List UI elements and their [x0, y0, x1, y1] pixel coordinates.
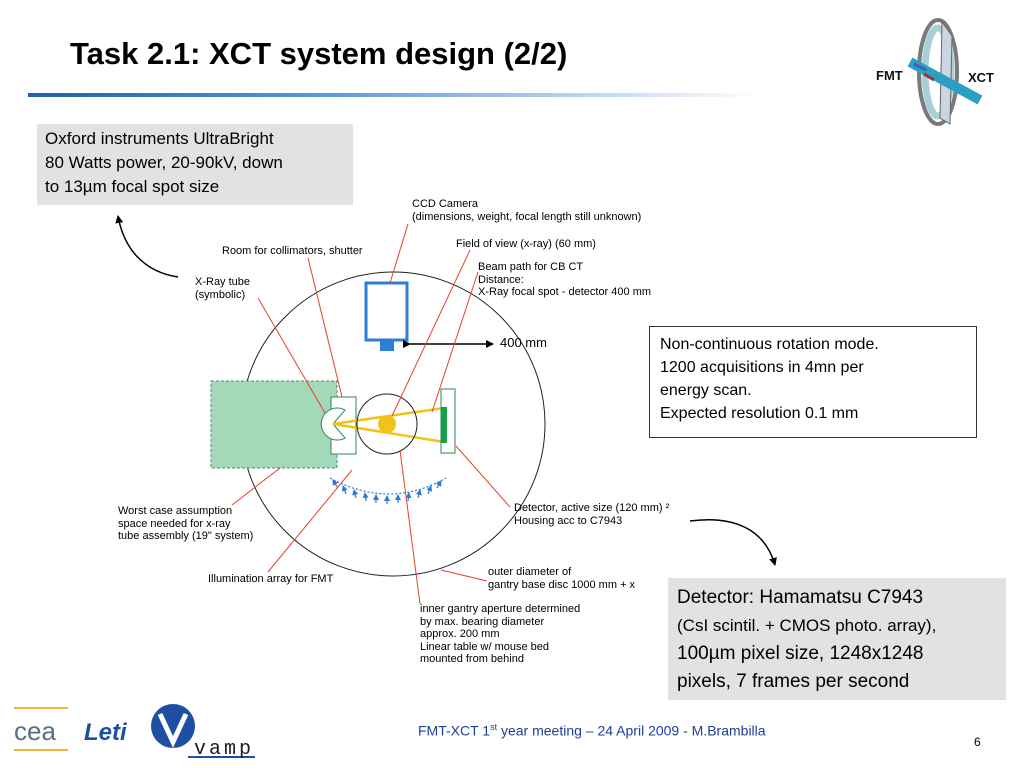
- pointer-worst-case: [231, 467, 281, 506]
- source-callout-arrow: [115, 215, 179, 278]
- svg-text:cea: cea: [14, 716, 56, 746]
- tube-space-area: [210, 380, 338, 469]
- detector-info-box: Detector: Hamamatsu C7943 (CsI scintil. …: [668, 578, 1006, 700]
- xray-source-info-box: Oxford instruments UltraBright 80 Watts …: [37, 124, 353, 205]
- rotation-line-1: Non-continuous rotation mode.: [660, 336, 879, 353]
- detector-line-1: Detector: Hamamatsu C7943: [677, 587, 924, 608]
- leti-logo: Leti: [84, 719, 128, 746]
- pointer-detector: [455, 445, 511, 508]
- cea-logo: cea: [14, 707, 68, 751]
- logo-xct-text: XCT: [968, 70, 994, 85]
- illumination-array: [329, 477, 447, 504]
- pointer-lines: [231, 223, 511, 605]
- detector-line-2: (CsI scintil. + CMOS photo. array),: [677, 616, 937, 635]
- slide-title: Task 2.1: XCT system design (2/2): [70, 36, 568, 71]
- label-illumination: Illumination array for FMT: [208, 573, 334, 585]
- ccd-camera-lens: [380, 340, 394, 351]
- label-beam-path: Beam path for CB CT Distance: X-Ray foca…: [478, 261, 652, 298]
- detector-active-area: [441, 407, 447, 443]
- svg-text:vamp: vamp: [194, 738, 254, 761]
- label-collimators: Room for collimators, shutter: [222, 245, 363, 257]
- detector-line-3: 100µm pixel size, 1248x1248: [677, 643, 924, 664]
- label-detector: Detector, active size (120 mm) ² Housing…: [514, 502, 670, 527]
- ccd-camera-body: [364, 281, 409, 342]
- source-line-3: to 13µm focal spot size: [45, 177, 220, 196]
- pointer-ccd: [389, 223, 409, 284]
- detector-line-4: pixels, 7 frames per second: [677, 671, 910, 692]
- label-400mm: 400 mm: [500, 335, 547, 350]
- rotation-line-3: energy scan.: [660, 382, 752, 399]
- rotation-line-2: 1200 acquisitions in 4mn per: [660, 359, 864, 376]
- footer-logos: cea Leti vamp: [14, 704, 255, 761]
- label-worst-case: Worst case assumption space needed for x…: [118, 505, 254, 542]
- pointer-collimators: [307, 257, 343, 398]
- detector-callout-arrow: [689, 519, 777, 566]
- label-xray-tube: X-Ray tube (symbolic): [195, 276, 251, 301]
- pointer-beam-path: [431, 271, 479, 413]
- source-line-1: Oxford instruments UltraBright: [45, 129, 274, 148]
- label-inner-gantry: inner gantry aperture determined by max.…: [420, 603, 581, 665]
- label-field-of-view: Field of view (x-ray) (60 mm): [456, 238, 596, 250]
- rotation-info-box: Non-continuous rotation mode. 1200 acqui…: [649, 326, 977, 438]
- page-number: 6: [974, 735, 981, 749]
- logo-blade: [939, 20, 953, 125]
- label-ccd-camera: CCD Camera (dimensions, weight, focal le…: [412, 198, 642, 223]
- pointer-inner-gantry: [399, 449, 421, 605]
- source-line-2: 80 Watts power, 20-90kV, down: [45, 153, 283, 172]
- svg-text:Leti: Leti: [84, 719, 128, 746]
- label-outer-diameter: outer diameter of gantry base disc 1000 …: [488, 566, 636, 591]
- pointer-outer-diameter: [440, 569, 488, 582]
- rotation-line-4: Expected resolution 0.1 mm: [660, 405, 859, 422]
- pointer-field-of-view: [391, 249, 471, 417]
- fmt-xct-logo: FMT XCT: [876, 18, 994, 126]
- field-of-view-spot: [378, 415, 396, 433]
- pointer-illumination: [267, 469, 353, 573]
- pointer-xray-tube: [257, 297, 326, 414]
- title-underline: [28, 93, 758, 97]
- gantry-inner-aperture: [356, 393, 418, 455]
- footer-meeting-text: FMT-XCT 1st year meeting – 24 April 2009…: [418, 722, 766, 739]
- xray-tube-symbol: [320, 407, 346, 441]
- logo-fmt-text: FMT: [876, 68, 903, 83]
- vamp-logo: vamp: [151, 704, 255, 761]
